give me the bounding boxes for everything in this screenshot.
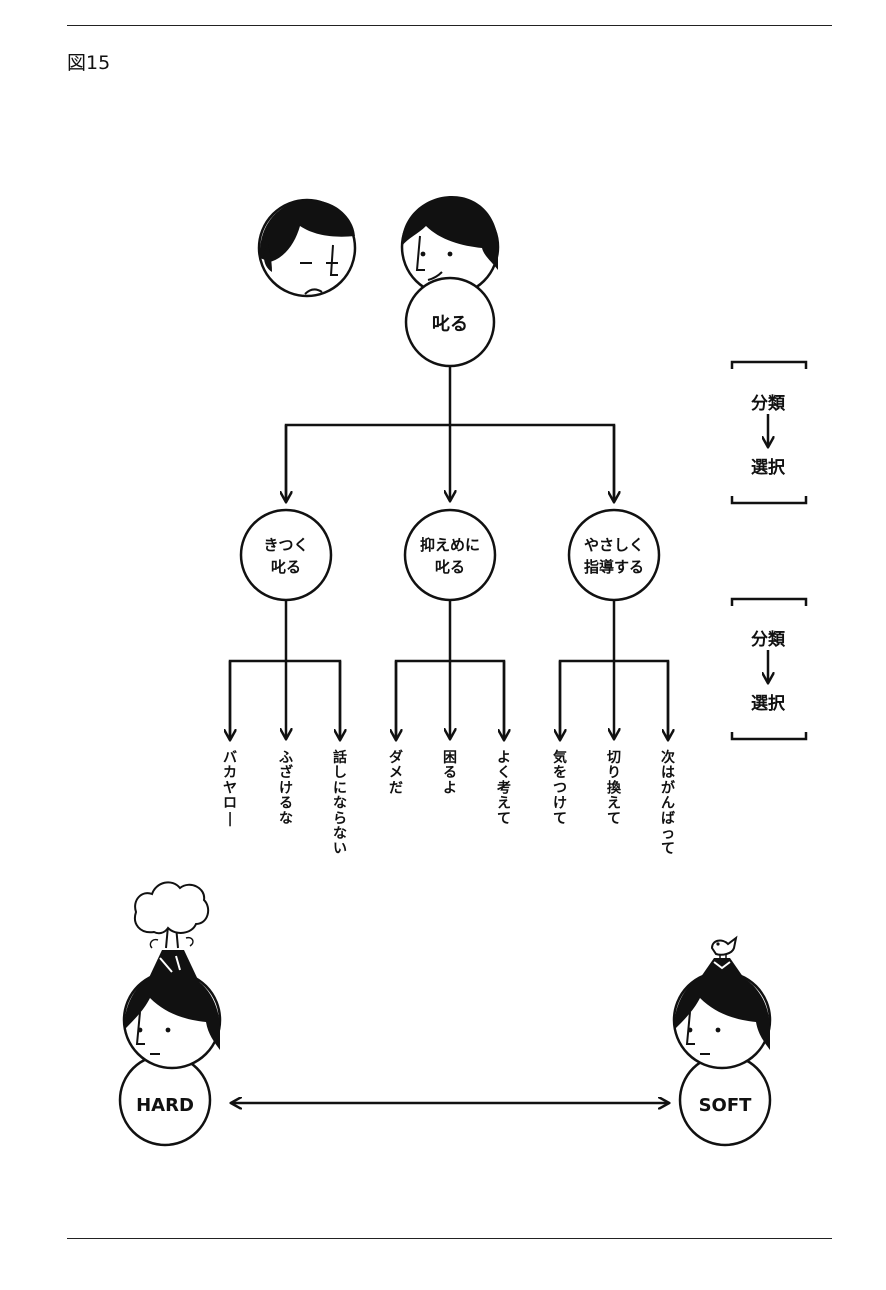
branch-1-line-1: きつく (263, 536, 308, 554)
side-bracket-2 (730, 597, 808, 741)
branch-3-line-1: やさしく (584, 536, 644, 554)
leaf-label-1-3: 話しにならない (333, 749, 347, 857)
leaf-label-3-2: 切り換えて (607, 750, 622, 827)
soft-head-mountain-icon (672, 935, 772, 1147)
leaf-label-2-1: ダメだ (389, 749, 403, 796)
soft-label: SOFT (699, 1095, 753, 1116)
top-rule (67, 25, 832, 26)
leaf-label-1-2: ふざけるな (279, 750, 293, 827)
branch-3-line-2: 指導する (584, 558, 644, 576)
leaf-label-2-3: よく考えて (497, 750, 511, 827)
leaf-label-3-3: 次はがんばって (661, 749, 676, 857)
figure-label: 図15 (67, 52, 111, 74)
root-label: 叱る (432, 314, 468, 335)
leaf-connectors (230, 600, 668, 739)
leaf-label-2-2: 困るよ (443, 750, 457, 796)
branch-2-line-1: 抑えめに (420, 536, 480, 554)
branch-2-line-2: 叱る (435, 558, 465, 576)
side-note-2-top: 分類 (751, 630, 786, 650)
side-note-1-top: 分類 (751, 394, 786, 414)
leaf-label-3-1: 気をつけて (553, 749, 567, 827)
hard-label: HARD (136, 1095, 194, 1116)
branch-1-line-2: 叱る (271, 558, 301, 576)
side-bracket-1 (730, 360, 808, 505)
leaf-label-1-1: バカヤロ| (223, 750, 237, 827)
hard-head-volcano-icon (118, 881, 222, 1147)
side-note-1-bottom: 選択 (751, 457, 786, 478)
grumpy-face-icon (257, 198, 357, 298)
branch-circle-3 (567, 508, 661, 602)
speaker-head-icon (400, 196, 500, 368)
branch-circle-2 (403, 508, 497, 602)
bottom-rule (67, 1238, 832, 1239)
side-note-2-bottom: 選択 (751, 693, 786, 714)
branch-circle-1 (239, 508, 333, 602)
